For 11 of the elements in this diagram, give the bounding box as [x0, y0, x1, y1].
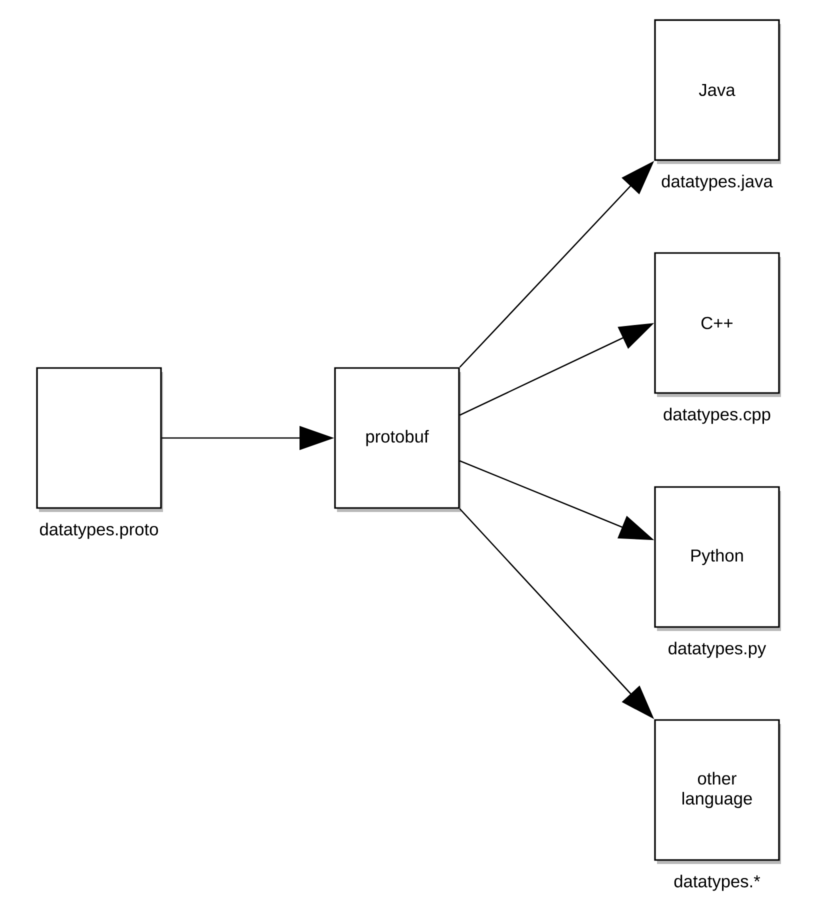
- process-box: C++: [654, 252, 781, 397]
- file-name-label: datatypes.*: [674, 874, 760, 891]
- empty-box: [36, 367, 163, 512]
- file-name-label: datatypes.java: [662, 174, 773, 191]
- process-box: Java: [654, 19, 781, 164]
- process-box: Python: [654, 486, 781, 631]
- file-name-label: datatypes.proto: [40, 522, 158, 539]
- file-name-label: datatypes.py: [668, 642, 766, 658]
- process-box: other language: [654, 719, 781, 864]
- process-box: protobuf: [334, 367, 461, 512]
- file-name-label: datatypes.cpp: [664, 408, 770, 424]
